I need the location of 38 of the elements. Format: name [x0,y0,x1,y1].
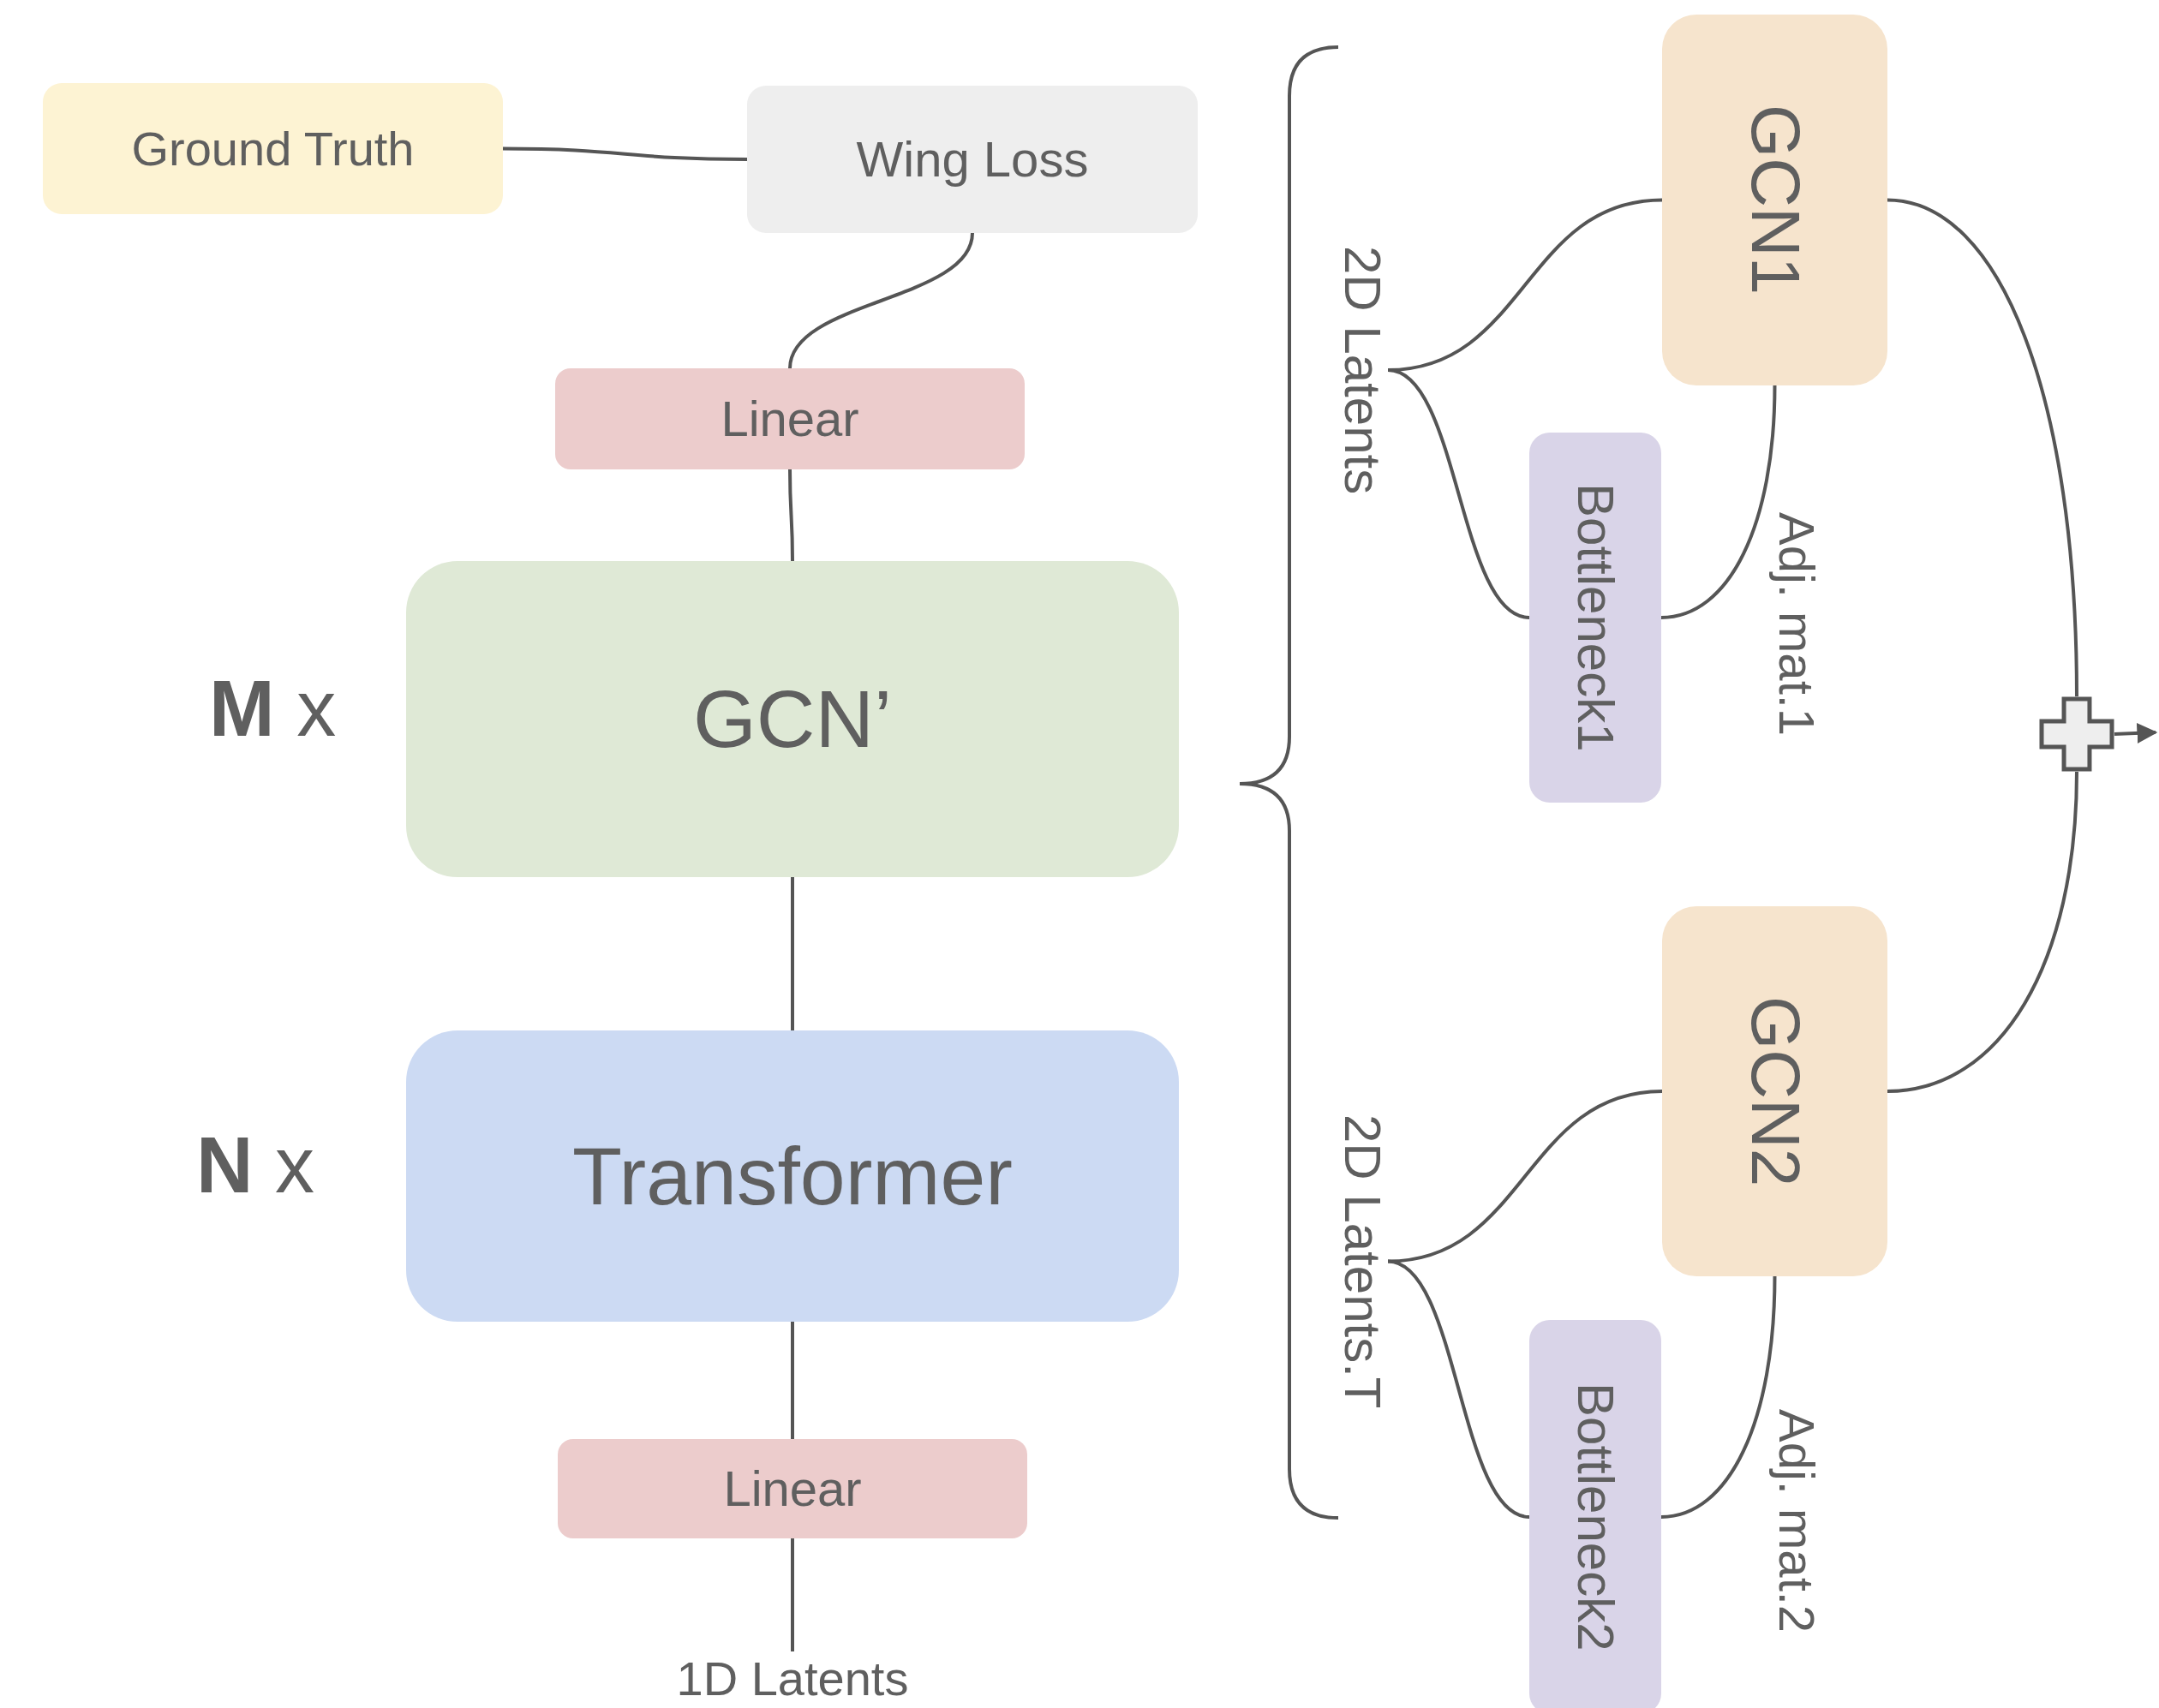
process-box [558,1439,1027,1538]
connector-line [503,146,747,161]
connector-line [1387,1090,1663,1263]
plus-junction [2039,696,2114,772]
repeat-count-label: N x [196,1120,314,1210]
box-label: GCN’ [692,674,893,764]
latents-label: 2D Latents.T [1334,1114,1390,1409]
connector-line [791,1322,794,1439]
connector-line [788,232,974,369]
arrow [2114,722,2158,744]
box-label: Bottleneck1 [1567,483,1624,752]
connector-line [1887,198,2078,697]
connector-line [1660,385,1777,619]
process-box [747,86,1198,233]
box-label: Linear [721,391,859,446]
box-label: Wing Loss [856,132,1089,187]
box-label: Ground Truth [131,122,415,176]
box-label: Transformer [572,1131,1013,1221]
process-box [1662,906,1887,1276]
latents-label: 2D Latents [1334,245,1390,495]
connector-line [1387,368,1530,619]
process-box [1662,15,1887,385]
connector-line [1387,1259,1530,1519]
repeat-count-label: M x [209,664,337,754]
process-box [1529,433,1661,803]
process-box [1529,1320,1661,1708]
process-box [555,368,1025,469]
box-label: GCN2 [1737,995,1813,1187]
box-label: Bottleneck2 [1567,1383,1624,1651]
box-label: Linear [723,1461,862,1516]
box-label: GCN1 [1737,105,1813,296]
connector-line [791,877,794,1030]
process-box [43,83,503,214]
latents-label: 1D Latents [676,1652,909,1705]
connector-line [1887,771,2078,1093]
connector-line [1660,1275,1777,1519]
connector-line [788,469,794,561]
connector-line [791,1538,794,1651]
